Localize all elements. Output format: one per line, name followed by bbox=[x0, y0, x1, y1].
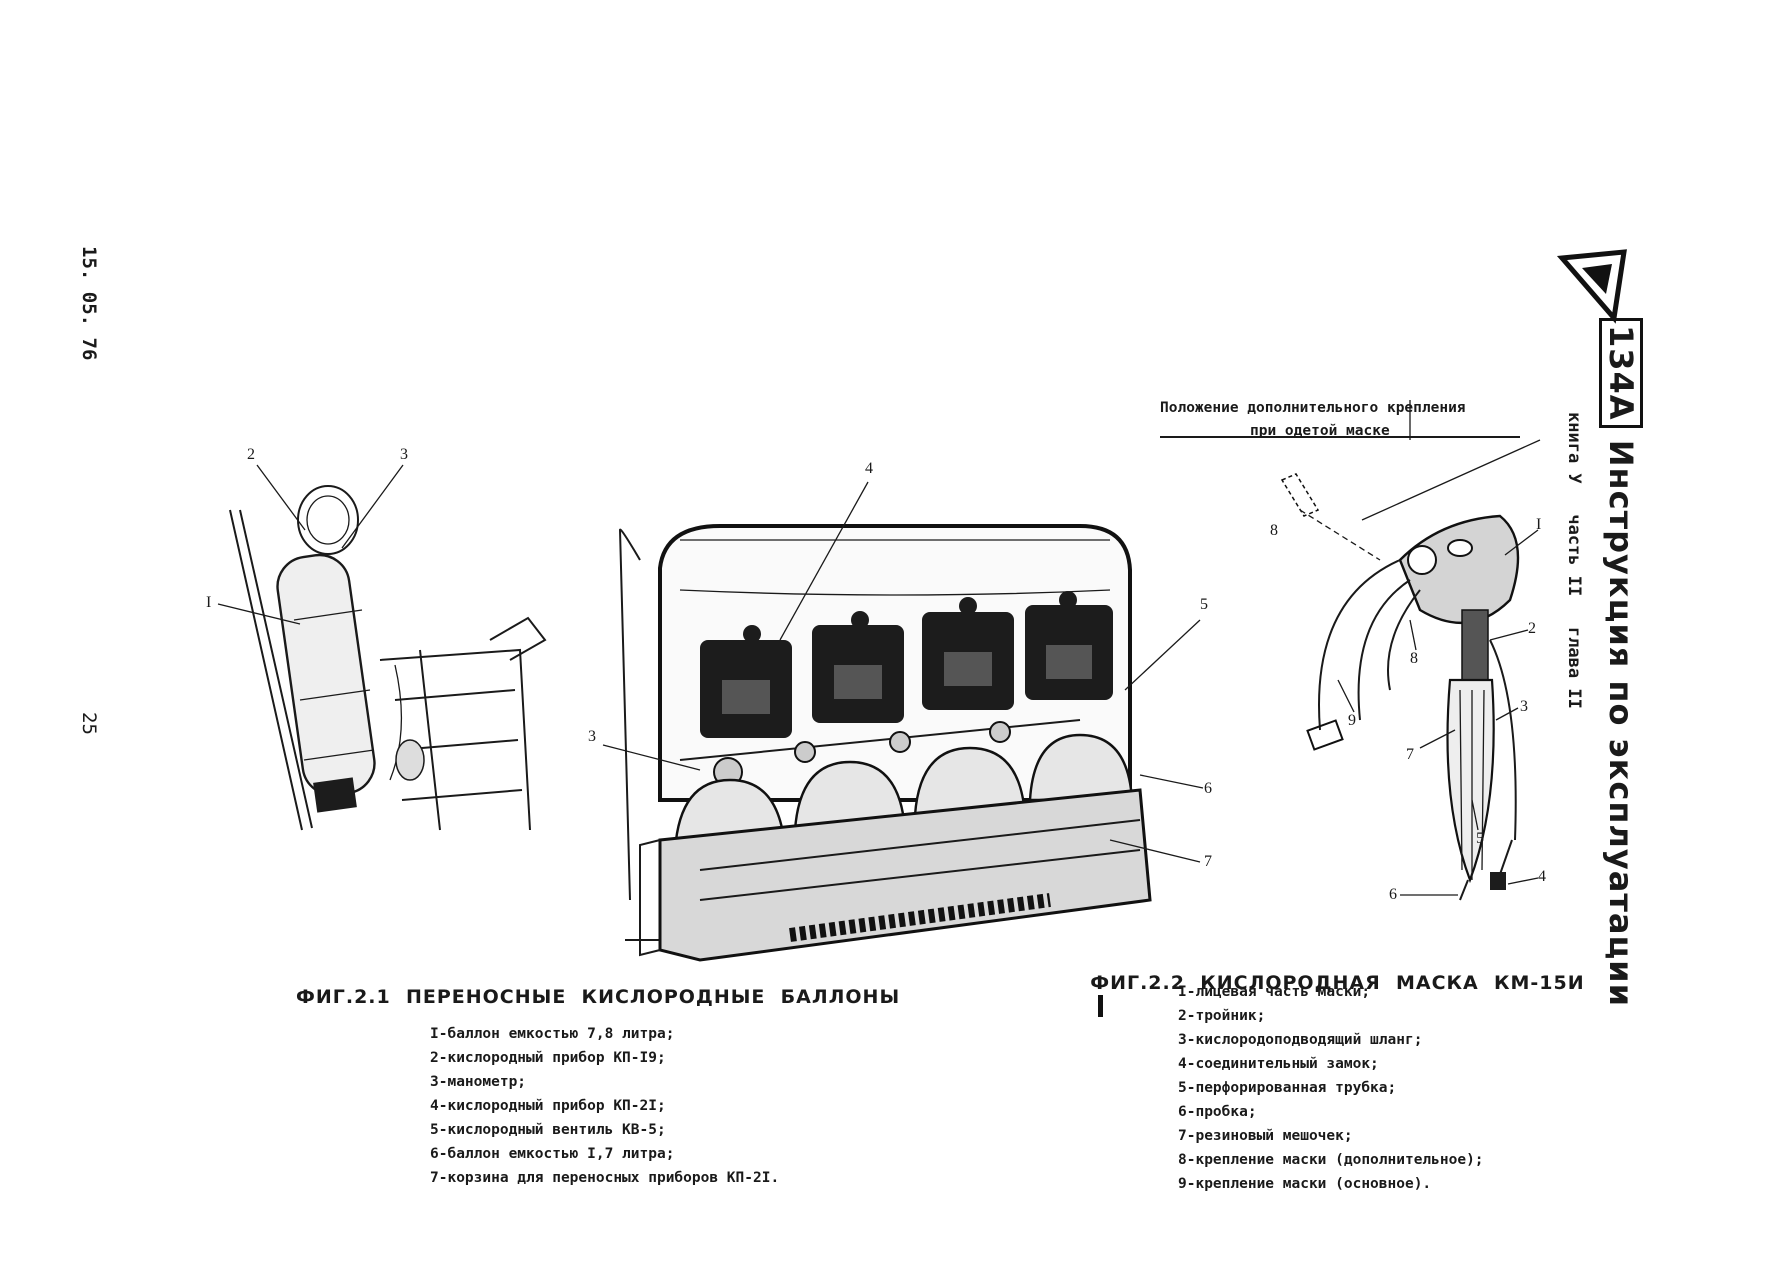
legend-item: 8-крепление маски (дополнительное); bbox=[1178, 1152, 1484, 1168]
legend-item: 2-тройник; bbox=[1178, 1008, 1266, 1024]
oxygen-mask-illustration bbox=[1160, 400, 1541, 901]
fig22-legend: I-лицевая часть маски; 2-тройник; 3-кисл… bbox=[1178, 980, 1484, 1196]
legend-item: 3-кислородоподводящий шланг; bbox=[1178, 1032, 1423, 1048]
legend-item: 4-кислородный прибор КП-2I; bbox=[430, 1098, 666, 1114]
fig22-callout: I bbox=[1536, 516, 1542, 533]
fig22-callout: 7 bbox=[1406, 746, 1414, 763]
fig22-callout: 5 bbox=[1476, 830, 1484, 847]
fig22-callout: 8 bbox=[1270, 522, 1278, 539]
legend-item: 4-соединительный замок; bbox=[1178, 1056, 1379, 1072]
fig21-callout: 4 bbox=[865, 460, 873, 477]
legend-item: 7-резиновый мешочек; bbox=[1178, 1128, 1353, 1144]
fig22-callout: 9 bbox=[1348, 712, 1356, 729]
fig22-caption: ФИГ.2.2 КИСЛОРОДНАЯ МАСКА КМ-15И bbox=[1075, 950, 1585, 1017]
oxygen-regulators bbox=[700, 591, 1113, 738]
legend-item: 6-пробка; bbox=[1178, 1104, 1257, 1120]
fig21-callout: 3 bbox=[400, 446, 408, 463]
legend-item: I-баллон емкостью 7,8 литра; bbox=[430, 1026, 675, 1042]
fig21-legend: I-баллон емкостью 7,8 литра; 2-кислородн… bbox=[430, 1022, 779, 1190]
fig21-caption: ФИГ.2.1 ПЕРЕНОСНЫЕ КИСЛОРОДНЫЕ БАЛЛОНЫ bbox=[296, 986, 901, 1008]
legend-item: 6-баллон емкостью I,7 литра; bbox=[430, 1146, 675, 1162]
large-oxygen-cylinder bbox=[229, 485, 547, 831]
legend-item: 3-манометр; bbox=[430, 1074, 527, 1090]
legend-item: 9-крепление маски (основное). bbox=[1178, 1176, 1432, 1192]
legend-item: I-лицевая часть маски; bbox=[1178, 984, 1371, 1000]
fig21-callout: 5 bbox=[1200, 596, 1208, 613]
fig21-callout: I bbox=[206, 594, 212, 611]
fig22-note-line2: при одетой маске bbox=[1250, 423, 1390, 439]
legend-item: 7-корзина для переносных приборов КП-2I. bbox=[430, 1170, 780, 1186]
fig22-callout: 4 bbox=[1538, 868, 1546, 885]
fig21-callout: 3 bbox=[588, 728, 596, 745]
fig21-callout: 6 bbox=[1204, 780, 1212, 797]
fig22-note-line1: Положение дополнительного крепления bbox=[1160, 400, 1466, 416]
legend-item: 5-перфорированная трубка; bbox=[1178, 1080, 1397, 1096]
fig22-callout: 3 bbox=[1520, 698, 1528, 715]
company-logo bbox=[1552, 240, 1632, 330]
legend-item: 5-кислородный вентиль КВ-5; bbox=[430, 1122, 666, 1138]
fig21-callout: 2 bbox=[247, 446, 255, 463]
fig22-callout: 2 bbox=[1528, 620, 1536, 637]
fig22-callout: 6 bbox=[1389, 886, 1397, 903]
legend-item: 2-кислородный прибор КП-I9; bbox=[430, 1050, 666, 1066]
oxygen-basket-assembly bbox=[619, 524, 1152, 962]
fig22-callout: 8 bbox=[1410, 650, 1418, 667]
revision-bar bbox=[1098, 994, 1104, 1017]
fig22-caption-text: ФИГ.2.2 КИСЛОРОДНАЯ МАСКА КМ-15И bbox=[1090, 972, 1585, 994]
fig21-callout: 7 bbox=[1204, 853, 1212, 870]
